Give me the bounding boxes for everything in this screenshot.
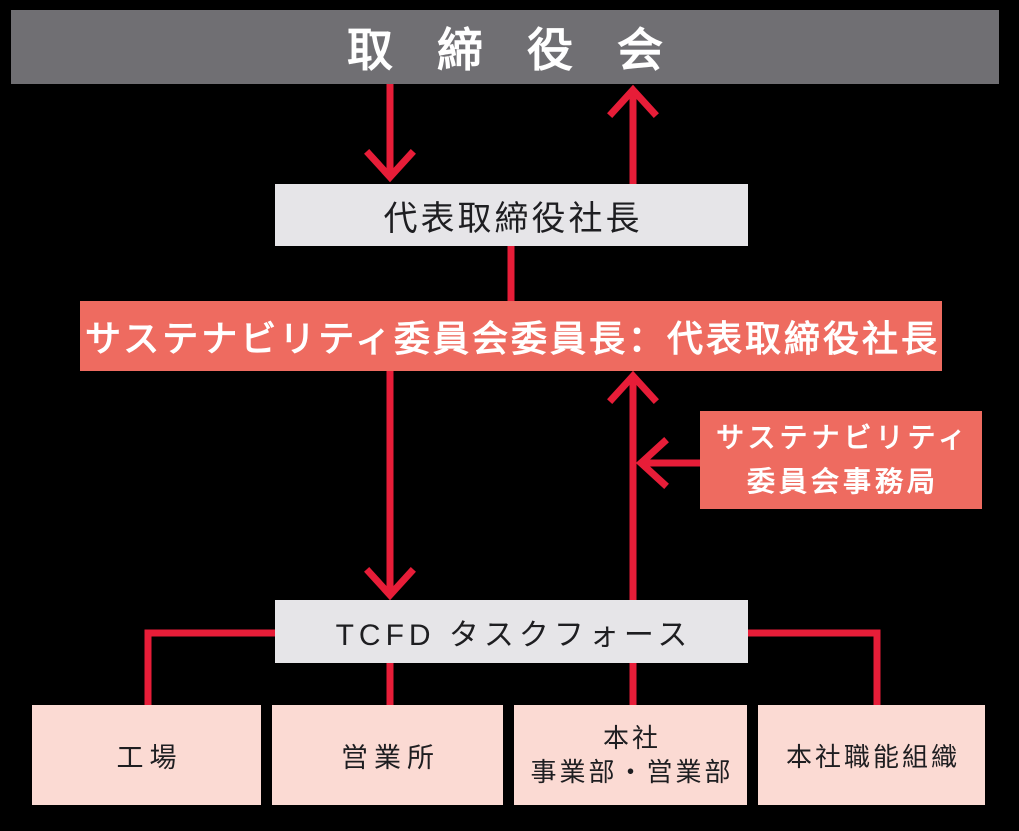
node-tcfd-taskforce: TCFD タスクフォース bbox=[275, 600, 748, 663]
arrow-president-to-board bbox=[607, 84, 659, 186]
board-label: 取締役会 bbox=[347, 24, 707, 76]
sales-office-label: 営業所 bbox=[341, 742, 440, 773]
arrow-committee-to-taskforce bbox=[364, 371, 416, 601]
node-sustainability-committee-chair: サステナビリティ委員会委員長：代表取締役社長 bbox=[80, 301, 942, 371]
arrow-board-to-president bbox=[364, 84, 416, 183]
node-sustainability-secretariat: サステナビリティ 委員会事務局 bbox=[700, 411, 982, 509]
hq-divisions-label-line2: 事業部・営業部 bbox=[530, 757, 734, 787]
committee-label: サステナビリティ委員会委員長：代表取締役社長 bbox=[84, 318, 941, 359]
node-president: 代表取締役社長 bbox=[275, 184, 748, 246]
node-hq-functional-org: 本社職能組織 bbox=[758, 705, 985, 805]
taskforce-label: TCFD タスクフォース bbox=[335, 618, 693, 652]
node-factory: 工場 bbox=[32, 705, 261, 805]
president-label: 代表取締役社長 bbox=[383, 199, 643, 238]
secretariat-label-line1: サステナビリティ bbox=[716, 422, 970, 453]
line-taskforce-to-factory bbox=[144, 629, 275, 705]
arrow-secretariat-to-line bbox=[635, 437, 700, 489]
node-sales-office: 営業所 bbox=[272, 705, 503, 805]
hq-divisions-label-line1: 本社 bbox=[602, 723, 661, 753]
hq-functional-label: 本社職能組織 bbox=[785, 741, 960, 772]
factory-label: 工場 bbox=[116, 742, 183, 773]
line-taskforce-to-hq-functional bbox=[748, 629, 881, 705]
node-board-of-directors: 取締役会 bbox=[11, 10, 999, 84]
node-hq-divisions: 本社 事業部・営業部 bbox=[514, 705, 747, 805]
secretariat-label-line2: 委員会事務局 bbox=[746, 466, 939, 497]
